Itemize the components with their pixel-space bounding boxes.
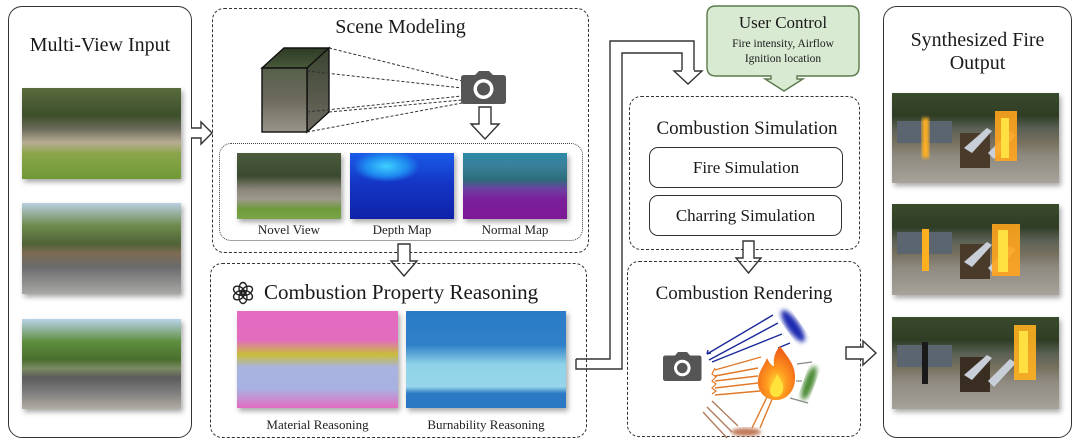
arrow-scene-to-reasoning [389, 243, 419, 278]
novel-view-image [237, 153, 341, 219]
brown-rays [702, 400, 739, 439]
user-control-line2: Ignition location [744, 53, 822, 65]
depth-map-caption: Depth Map [372, 222, 432, 237]
burnability-reasoning-image [406, 311, 566, 408]
arrow-simulation-to-rendering [734, 240, 763, 275]
input-image-3 [22, 319, 181, 409]
blue-light-source [781, 310, 805, 342]
orange-rays [711, 356, 774, 429]
scene-outputs-box [219, 143, 583, 241]
fire-simulation-box: Fire Simulation [649, 147, 843, 188]
input-image-2 [22, 203, 181, 294]
novel-view-caption: Novel View [257, 222, 321, 237]
arrow-input-to-scene [191, 120, 213, 146]
burnability-reasoning-caption: Burnability Reasoning [427, 417, 545, 432]
openai-logo-icon [232, 281, 254, 305]
scene-modeling-title: Scene Modeling [335, 16, 466, 38]
material-reasoning-caption: Material Reasoning [266, 417, 369, 432]
grey-rays [789, 361, 813, 404]
blue-rays [706, 314, 791, 363]
rendering-illustration [702, 310, 817, 439]
multi-view-input-title: Multi-View Input [29, 34, 171, 56]
input-image-1 [22, 88, 181, 179]
fire-output-image-1 [892, 93, 1059, 183]
depth-map-image [350, 153, 454, 219]
fire-icon [757, 346, 796, 400]
synthesized-output-title-line1: Synthesized Fire [910, 29, 1045, 51]
property-reasoning-title: Combustion Property Reasoning [264, 280, 539, 304]
normal-map-caption: Normal Map [481, 222, 549, 237]
fire-simulation-label: Fire Simulation [692, 158, 800, 177]
synthesized-output-title-line2: Output [949, 52, 1006, 74]
charring-simulation-box: Charring Simulation [649, 195, 842, 236]
material-reasoning-image [237, 311, 398, 408]
combustion-rendering-title: Combustion Rendering [655, 283, 833, 304]
combustion-simulation-title: Combustion Simulation [656, 118, 838, 139]
arrow-camera-to-outputs [469, 106, 501, 141]
green-light-source [801, 365, 817, 401]
user-control-callout [706, 5, 860, 92]
scene-cube [260, 46, 463, 134]
arrow-rendering-to-output [845, 339, 878, 367]
camera-icon [461, 71, 506, 104]
arrow-reasoning-to-simulation [575, 40, 704, 370]
user-control-line1: Fire intensity, Airflow [732, 38, 834, 50]
camera-icon [663, 352, 702, 381]
user-control-title: User Control [738, 13, 828, 32]
ground-reflection [731, 428, 761, 436]
fire-output-image-3 [892, 317, 1059, 409]
normal-map-image [463, 153, 567, 219]
charring-simulation-label: Charring Simulation [675, 206, 816, 225]
property-reasoning-panel [210, 263, 587, 438]
fire-output-image-2 [892, 204, 1059, 295]
